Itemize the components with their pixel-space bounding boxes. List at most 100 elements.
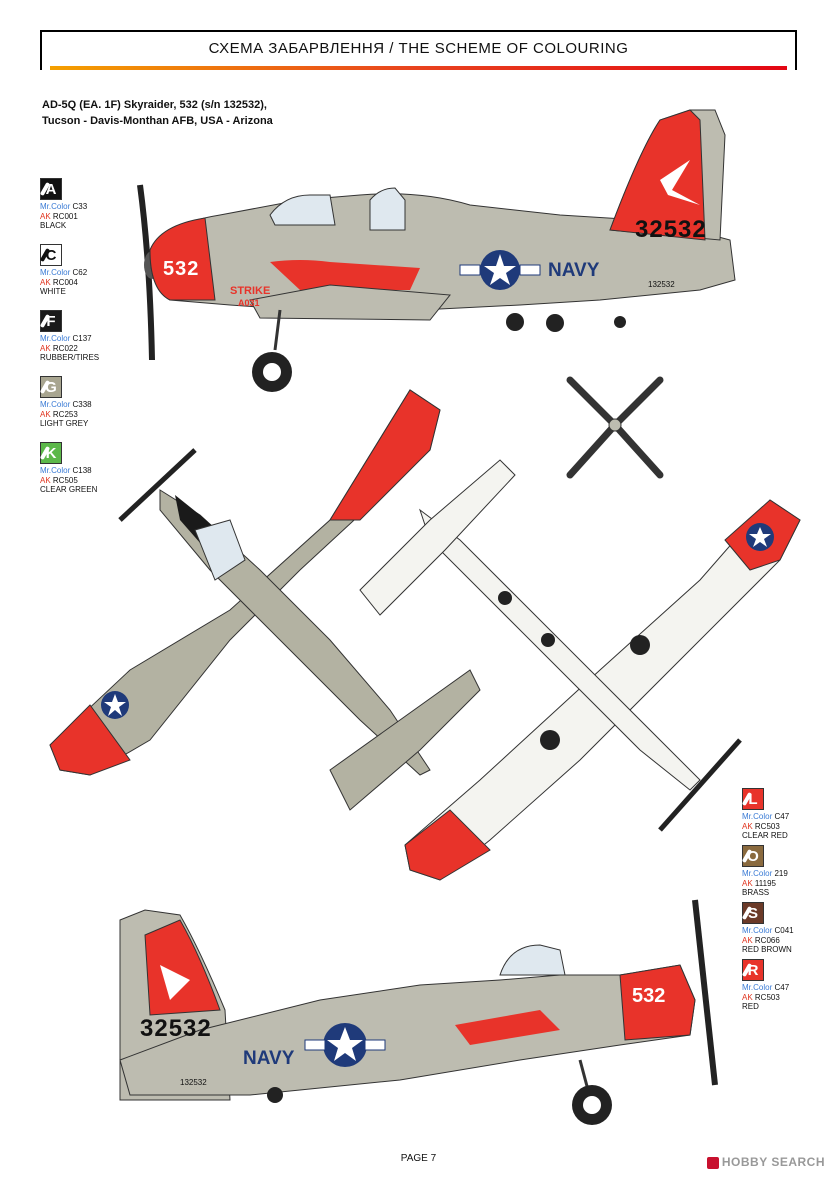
small-serial-bottom: 132532 <box>180 1078 207 1087</box>
strike-label: STRIKE <box>230 285 271 297</box>
tail-number-top: 32532 <box>635 216 707 243</box>
header-bar: СХЕМА ЗАБАРВЛЕННЯ / THE SCHEME OF COLOUR… <box>40 30 797 70</box>
brush-icon: O <box>741 845 764 867</box>
header-bracket-left <box>40 30 50 70</box>
propeller-detail <box>566 376 664 479</box>
color-name: WHITE <box>40 287 66 296</box>
brush-icon: R <box>741 959 764 981</box>
mr-code: C041 <box>774 926 794 935</box>
color-name: LIGHT GREY <box>40 419 89 428</box>
nose-number-bottom: 532 <box>632 985 666 1007</box>
ak-label: AK <box>40 475 51 485</box>
mr-code: C33 <box>72 202 88 211</box>
ak-code: RC022 <box>52 343 78 353</box>
color-name: RUBBER/TIRES <box>40 353 100 362</box>
mr-code: C47 <box>774 983 790 992</box>
header-bracket-right <box>787 30 797 70</box>
swatch-letter: L <box>748 790 758 808</box>
color-name: CLEAR RED <box>742 831 788 840</box>
ak-label: AK <box>40 409 51 419</box>
mr-code: C338 <box>72 400 92 409</box>
mr-label: Mr.Color <box>40 400 71 409</box>
ak-label: AK <box>742 821 753 831</box>
bottom-view-right <box>359 459 801 881</box>
nose-number-top: 532 <box>163 258 200 280</box>
watermark: HOBBY SEARCH <box>706 1155 825 1169</box>
ak-code: RC001 <box>52 211 78 221</box>
mr-code: 219 <box>774 869 788 878</box>
brush-icon: F <box>39 310 62 332</box>
brush-icon: C <box>39 244 62 266</box>
mr-label: Mr.Color <box>40 334 71 343</box>
side-view-top <box>137 109 736 392</box>
swatch-letter: R <box>747 961 759 979</box>
ak-label: AK <box>742 878 753 888</box>
swatch-letter: F <box>46 312 56 330</box>
ak-label: AK <box>40 211 51 221</box>
small-serial-top: 132532 <box>648 280 675 289</box>
swatch-letter: C <box>45 246 57 264</box>
tail-number-bottom: 32532 <box>140 1015 212 1042</box>
brush-icon: A <box>39 178 62 200</box>
brush-icon: K <box>39 442 62 464</box>
subtitle-line-1: AD-5Q (EA. 1F) Skyraider, 532 (s/n 13253… <box>42 99 267 111</box>
swatch-letter: S <box>747 904 758 922</box>
page-title: СХЕМА ЗАБАРВЛЕННЯ / THE SCHEME OF COLOUR… <box>208 40 629 57</box>
ak-code: RC503 <box>754 821 780 831</box>
mr-label: Mr.Color <box>742 869 773 878</box>
aircraft-subtitle: AD-5Q (EA. 1F) Skyraider, 532 (s/n 13253… <box>42 97 273 129</box>
brush-icon: G <box>39 376 62 398</box>
ak-label: AK <box>40 343 51 353</box>
hobby-search-logo-icon <box>706 1156 719 1169</box>
ak-code: RC004 <box>52 277 78 287</box>
mr-code: C62 <box>72 268 88 277</box>
side-view-bottom <box>119 899 718 1125</box>
brush-icon: L <box>741 788 764 810</box>
color-name: RED BROWN <box>742 945 792 954</box>
color-name: BRASS <box>742 888 770 897</box>
swatch-letter: A <box>45 180 57 198</box>
header-gradient-stripe <box>50 66 787 70</box>
ak-label: AK <box>40 277 51 287</box>
color-name: CLEAR GREEN <box>40 485 98 494</box>
ak-code: 11195 <box>754 878 776 888</box>
ak-code: RC503 <box>754 992 780 1002</box>
color-name: BLACK <box>40 221 67 230</box>
swatch-letter: O <box>747 847 759 865</box>
subtitle-line-2: Tucson - Davis-Monthan AFB, USA - Arizon… <box>42 115 273 127</box>
header-line <box>50 30 787 32</box>
ak-code: RC253 <box>52 409 78 419</box>
brush-icon: S <box>741 902 764 924</box>
mr-label: Mr.Color <box>742 812 773 821</box>
color-name: RED <box>742 1002 759 1011</box>
ak-code: RC066 <box>754 935 780 945</box>
mr-code: C138 <box>72 466 92 475</box>
small-code: A031 <box>238 298 260 308</box>
swatch-letter: K <box>45 444 57 462</box>
navy-top: NAVY <box>548 260 600 281</box>
top-view-left <box>49 389 481 811</box>
mr-label: Mr.Color <box>40 268 71 277</box>
ak-label: AK <box>742 935 753 945</box>
mr-label: Mr.Color <box>742 983 773 992</box>
ak-label: AK <box>742 992 753 1002</box>
mr-label: Mr.Color <box>742 926 773 935</box>
watermark-text: HOBBY SEARCH <box>721 1155 825 1169</box>
ak-code: RC505 <box>52 475 78 485</box>
mr-label: Mr.Color <box>40 466 71 475</box>
page-number: PAGE 7 <box>400 1153 437 1164</box>
mr-label: Mr.Color <box>40 202 71 211</box>
mr-code: C137 <box>72 334 92 343</box>
